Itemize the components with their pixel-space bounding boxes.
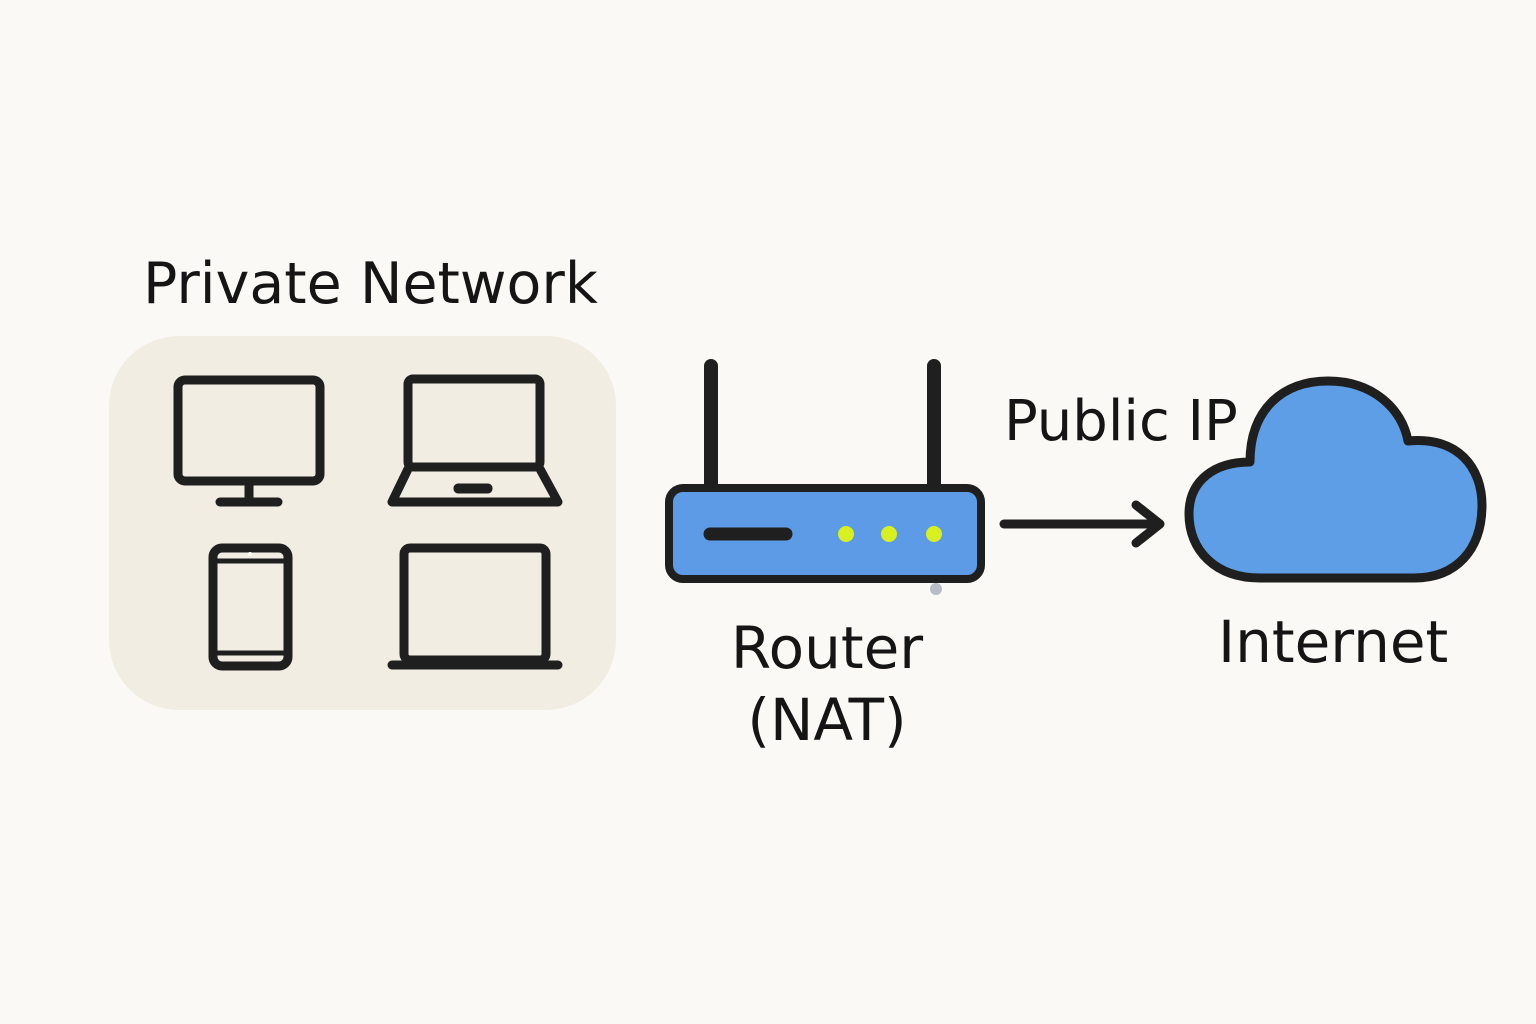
private-network-panel (109, 336, 616, 710)
arrow-right-icon (999, 500, 1165, 548)
internet-label: Internet (1218, 608, 1449, 676)
router-icon (665, 359, 985, 595)
laptop-icon (387, 374, 563, 507)
notebook-laptop-icon (387, 543, 563, 670)
desktop-monitor-icon (173, 375, 325, 507)
status-led-2 (881, 526, 897, 542)
private-network-title: Private Network (143, 251, 598, 317)
router-label: Router (NAT) (722, 612, 932, 756)
smartphone-icon (208, 543, 293, 671)
status-led-3 (926, 526, 942, 542)
router-label-line2: (NAT) (747, 686, 907, 754)
router-label-line1: Router (730, 614, 924, 682)
cloud-icon (1184, 376, 1487, 583)
public-ip-label: Public IP (1004, 389, 1238, 454)
status-led-1 (838, 526, 854, 542)
